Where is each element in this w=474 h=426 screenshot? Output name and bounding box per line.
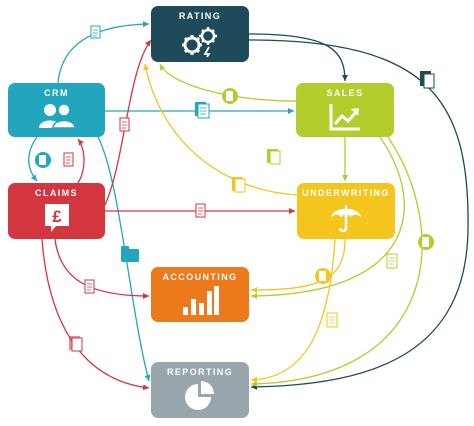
folder-icon: [121, 246, 139, 262]
edge-sales-reporting: [250, 136, 423, 387]
claims-label: CLAIMS: [35, 188, 78, 198]
edge-sales-accounting: [250, 136, 405, 299]
crm-label: CRM: [44, 88, 69, 98]
reporting-node: REPORTING: [151, 362, 249, 418]
document-icon: [35, 152, 51, 168]
claims-node: CLAIMS £: [8, 183, 105, 239]
edge-underwriting-rating: [143, 63, 298, 196]
accounting-node: ACCOUNTING: [151, 267, 249, 322]
edge-rating-reporting: [248, 39, 469, 390]
edge-rating-sales: [248, 33, 348, 82]
bar-chart-icon: [183, 286, 219, 315]
edge-underwriting-reporting: [250, 238, 336, 383]
rating-node: RATING: [151, 6, 249, 62]
document-icon: [84, 279, 95, 294]
document-icon: [232, 177, 246, 193]
umbrella-icon: [331, 205, 361, 233]
edge-crm-rating: [57, 21, 150, 84]
sales-label: SALES: [326, 88, 364, 98]
document-icon: [418, 234, 434, 250]
crm-node: CRM: [8, 83, 105, 137]
document-icon: [195, 102, 210, 119]
edge-crm-claims: [28, 136, 38, 182]
document-icon: [315, 268, 331, 284]
document-icon: [119, 117, 130, 132]
pie-chart-icon: [185, 381, 214, 410]
document-icon: [90, 25, 101, 39]
pound-speech-icon: £: [44, 204, 69, 232]
document-icon: [222, 88, 238, 104]
rating-label: RATING: [178, 11, 222, 21]
svg-text:£: £: [52, 207, 62, 226]
gears-icon: [182, 27, 217, 57]
edge-claims-crm: [77, 138, 85, 184]
document-icon: [63, 152, 74, 167]
reporting-label: REPORTING: [166, 367, 234, 377]
document-icon: [326, 312, 338, 328]
document-icon: [420, 71, 435, 89]
document-icon: [195, 203, 206, 218]
trend-chart-icon: [329, 104, 360, 131]
users-icon: [38, 103, 76, 129]
document-icon: [69, 336, 83, 352]
edge-claims-accounting: [54, 238, 150, 299]
underwriting-node: UNDERWRITING: [297, 183, 395, 239]
sales-node: SALES: [296, 83, 394, 137]
edge-sales-rating: [159, 63, 297, 102]
accounting-label: ACCOUNTING: [162, 272, 238, 282]
document-icon: [267, 149, 281, 165]
edge-claims-rating: [104, 39, 152, 206]
document-icon: [386, 253, 398, 269]
underwriting-label: UNDERWRITING: [302, 188, 390, 198]
